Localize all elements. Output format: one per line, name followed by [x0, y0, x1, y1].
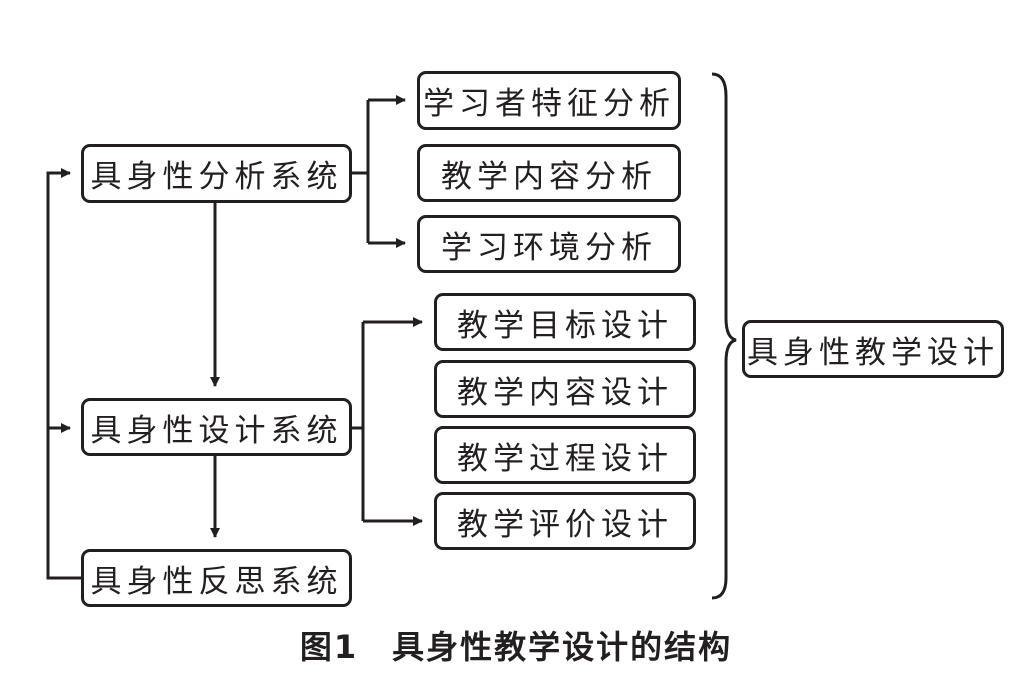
design-system-box: 具身性设计系统 — [81, 398, 352, 456]
reflection-system-box: 具身性反思系统 — [81, 549, 352, 607]
design-item-objectives: 教学目标设计 — [434, 293, 696, 351]
grouping-brace — [711, 72, 737, 600]
analysis-item-learner-characteristics: 学习者特征分析 — [417, 71, 681, 130]
analysis-item-content: 教学内容分析 — [417, 144, 681, 202]
analysis-item-environment: 学习环境分析 — [417, 215, 681, 273]
figure-caption: 图1 具身性教学设计的结构 — [299, 628, 733, 666]
embodied-teaching-design-box: 具身性教学设计 — [742, 320, 1004, 378]
design-item-evaluation: 教学评价设计 — [434, 492, 696, 550]
analysis-branch-arrows — [352, 95, 406, 248]
design-branch-arrows — [352, 317, 423, 526]
design-item-content: 教学内容设计 — [434, 360, 696, 418]
design-item-process: 教学过程设计 — [434, 426, 696, 484]
feedback-loop-arrows — [46, 168, 81, 580]
analysis-system-box: 具身性分析系统 — [81, 144, 352, 203]
